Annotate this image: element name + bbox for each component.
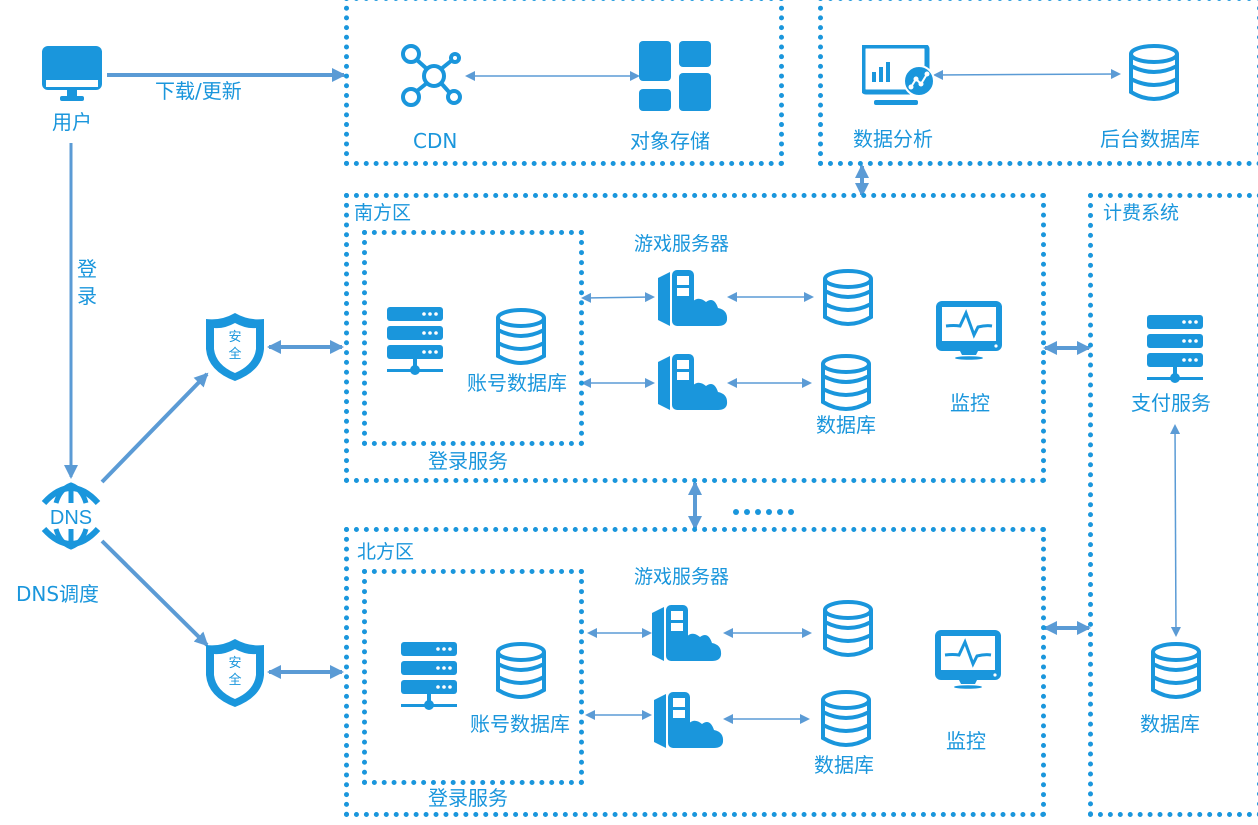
login-label: 登录 [77,257,97,308]
object-storage-icon [639,40,711,116]
south-database-label: 数据库 [816,413,876,437]
payment-service-label: 支付服务 [1131,391,1211,415]
north-game-server-1-icon [650,605,722,665]
south-login-service-box [362,230,584,446]
security-text: 安全 [228,656,241,688]
backend-database-icon [1128,44,1182,108]
south-shield-icon: 安全 [204,311,266,387]
north-game-servers-label: 游戏服务器 [634,566,730,588]
north-game-server-2-icon [652,692,724,752]
backend-database-label: 后台数据库 [1100,127,1200,151]
monitor-icon [40,44,104,110]
south-login-service-label: 登录服务 [428,449,508,473]
north-database-label: 数据库 [814,753,874,777]
south-login-server-icon [386,306,444,380]
north-shield-icon: 安全 [204,637,266,713]
north-zone-box [344,527,1046,817]
north-account-database-icon [495,642,549,706]
dns-to-south-security-arrow [100,372,209,484]
south-game-servers-label: 游戏服务器 [634,233,730,255]
dns-scheduling-label: DNS调度 [16,582,100,606]
billing-database-label: 数据库 [1140,712,1200,736]
north-login-server-icon [400,641,458,715]
dns-icon-text: DNS [50,507,92,529]
billing-title: 计费系统 [1103,202,1180,224]
analysis-db-link [933,69,1121,80]
cdn-network-icon [399,41,465,111]
north-monitor-label: 监控 [946,729,986,753]
payment-server-icon [1146,314,1204,388]
south-monitor-icon [934,299,1004,365]
object-storage-label: 对象存储 [630,129,710,153]
south-game-database-2-icon [820,354,874,418]
user-label: 用户 [52,110,92,134]
north-login-service-box [362,569,584,785]
north-zone-title: 北方区 [357,541,415,563]
south-zone-title: 南方区 [354,202,412,224]
south-game-server-1-icon [656,270,728,330]
data-analysis-icon [860,43,935,109]
billing-database-icon [1150,642,1204,706]
payment-db-link [1170,424,1181,637]
south-account-database-icon [495,308,549,372]
north-game-database-2-icon [820,690,874,754]
dns-to-north-security-arrow [100,539,209,647]
dns-globe-icon: DNS [36,481,106,555]
south-account-db-label: 账号数据库 [467,371,567,395]
south-game-database-1-icon [822,269,876,333]
cdn-label: CDN [413,129,458,153]
south-login-game1-link [581,292,655,303]
download-update-label: 下载/更新 [155,79,242,103]
north-account-db-label: 账号数据库 [470,712,570,736]
security-text: 安全 [228,330,241,362]
south-monitor-label: 监控 [950,391,990,415]
more-zones-ellipsis [733,502,797,521]
north-game-database-1-icon [822,600,876,664]
south-zone-box [344,193,1046,483]
north-monitor-icon [933,628,1003,694]
north-login-service-label: 登录服务 [428,786,508,810]
data-analysis-label: 数据分析 [853,127,933,151]
storage-box [344,0,784,166]
south-game-server-2-icon [656,354,728,414]
